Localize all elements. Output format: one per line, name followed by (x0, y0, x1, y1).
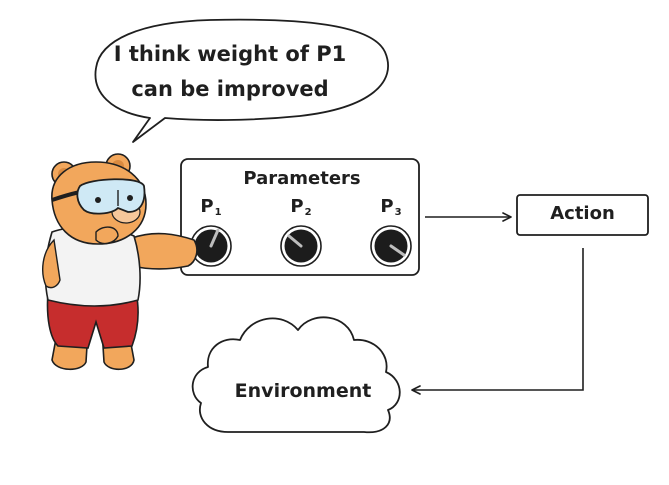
knob-p3[interactable] (370, 225, 412, 267)
knob-label-p2: P2 (290, 196, 312, 218)
action-box (516, 194, 649, 236)
knob-p1[interactable] (190, 225, 232, 267)
knob-label-p3: P3 (380, 196, 402, 218)
knob-p2[interactable] (280, 225, 322, 267)
action-label: Action (550, 203, 615, 224)
parameters-box (180, 158, 420, 276)
speech-line-2: can be improved (131, 77, 329, 101)
arrow-action-to-environment (411, 248, 584, 395)
speech-line-1: I think weight of P1 (113, 42, 347, 66)
speech-bubble-text: I think weight of P1 can be improved (105, 37, 355, 107)
speech-bubble (94, 18, 389, 143)
bear-scientist-illustration (42, 153, 198, 371)
parameters-title: Parameters (243, 168, 361, 189)
environment-label: Environment (234, 380, 372, 402)
knob-label-p1: P1 (200, 196, 222, 218)
environment-cloud (191, 316, 401, 434)
